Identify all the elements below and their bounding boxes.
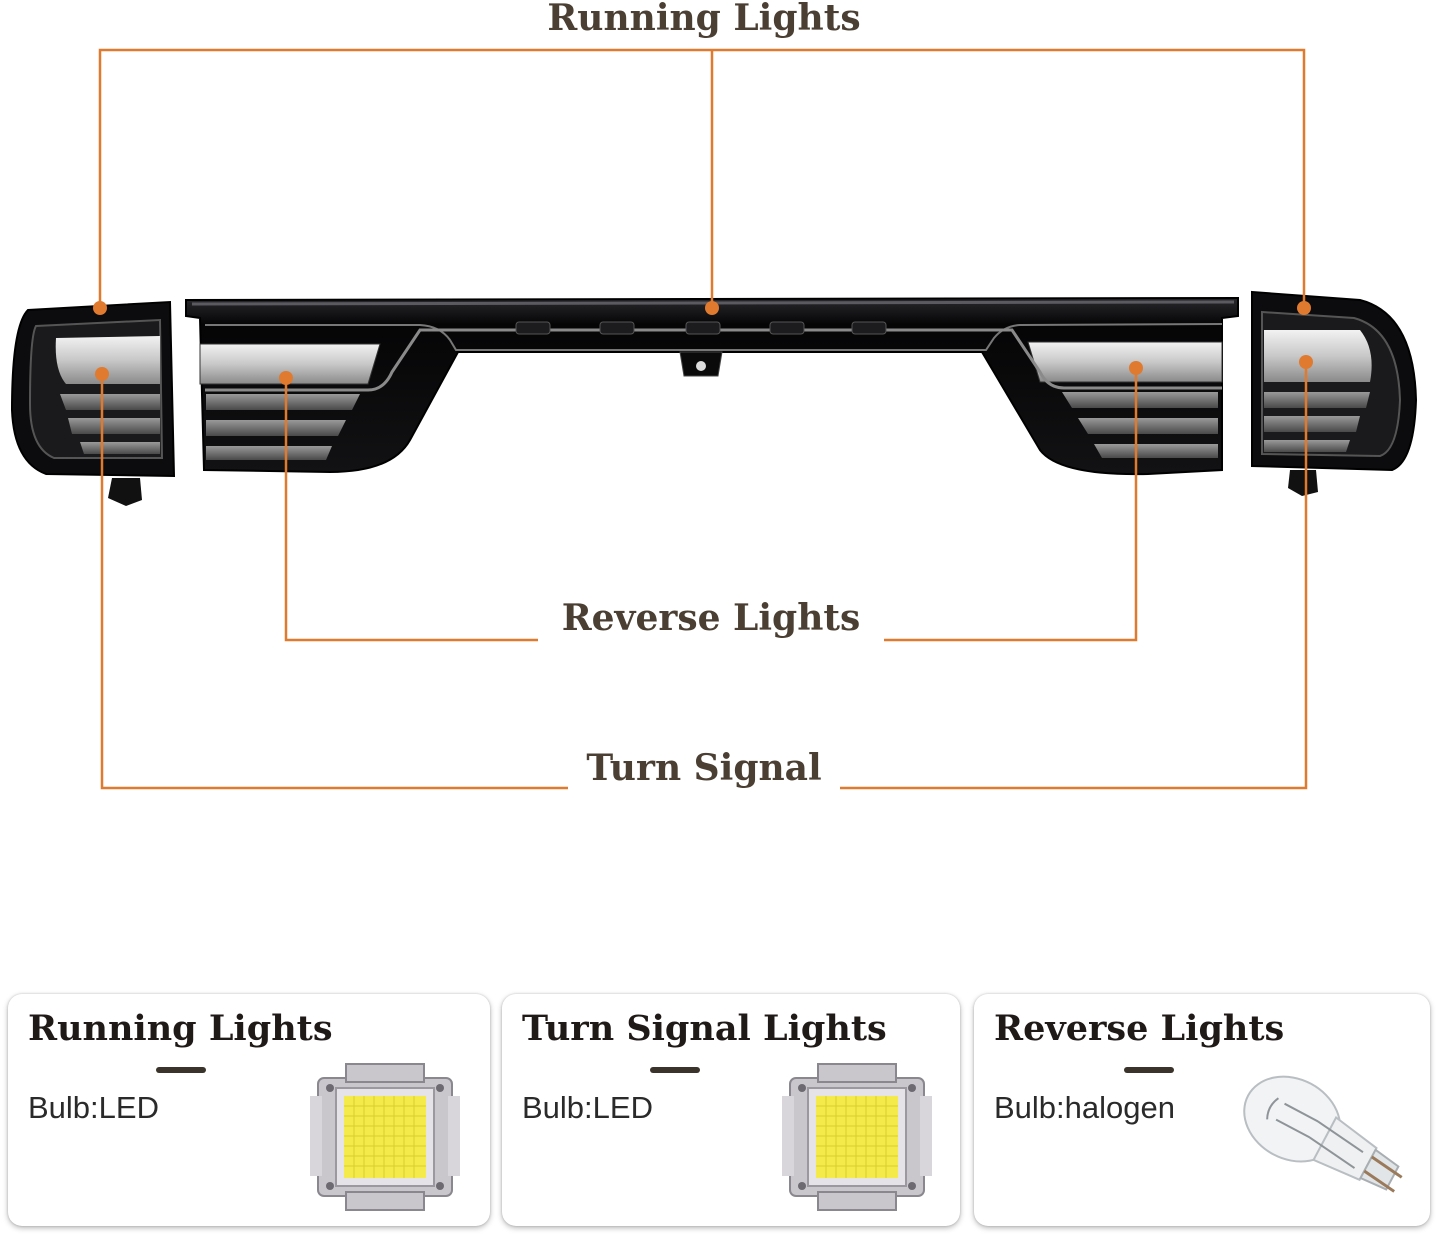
dot-running-right (1297, 301, 1311, 315)
dot-reverse-right (1129, 361, 1143, 375)
reverse-lights-card: Reverse Lights Bulb:halogen (974, 994, 1430, 1226)
led-chip-icon (310, 1063, 460, 1211)
callout-dots (93, 301, 1313, 385)
dot-running-center (705, 301, 719, 315)
left-side-lamp (10, 300, 176, 506)
center-lamp-bar (185, 296, 1239, 476)
card-title: Running Lights (28, 1008, 333, 1049)
card-bulb-type: Bulb:halogen (994, 1090, 1175, 1125)
dot-turn-left (95, 367, 109, 381)
callout-turn-signal: Turn Signal (586, 747, 821, 789)
turn-signal-lights-card: Turn Signal Lights Bulb:LED (502, 994, 960, 1226)
running-lights-leader (98, 48, 1306, 308)
right-side-lamp (1251, 290, 1418, 496)
card-title: Reverse Lights (994, 1008, 1285, 1049)
title-underline (650, 1067, 700, 1073)
callout-running-lights: Running Lights (547, 0, 860, 39)
card-bulb-type: Bulb:LED (522, 1090, 653, 1125)
led-chip-icon (782, 1063, 932, 1211)
callout-reverse-lights: Reverse Lights (562, 597, 861, 639)
card-bulb-type: Bulb:LED (28, 1090, 159, 1125)
card-title: Turn Signal Lights (522, 1008, 887, 1049)
running-lights-card: Running Lights Bulb:LED (8, 994, 490, 1226)
dot-turn-right (1299, 355, 1313, 369)
title-underline (1124, 1067, 1174, 1073)
dot-running-left (93, 301, 107, 315)
title-underline (156, 1067, 206, 1073)
halogen-bulb-icon (1243, 1075, 1403, 1193)
dot-reverse-left (279, 371, 293, 385)
